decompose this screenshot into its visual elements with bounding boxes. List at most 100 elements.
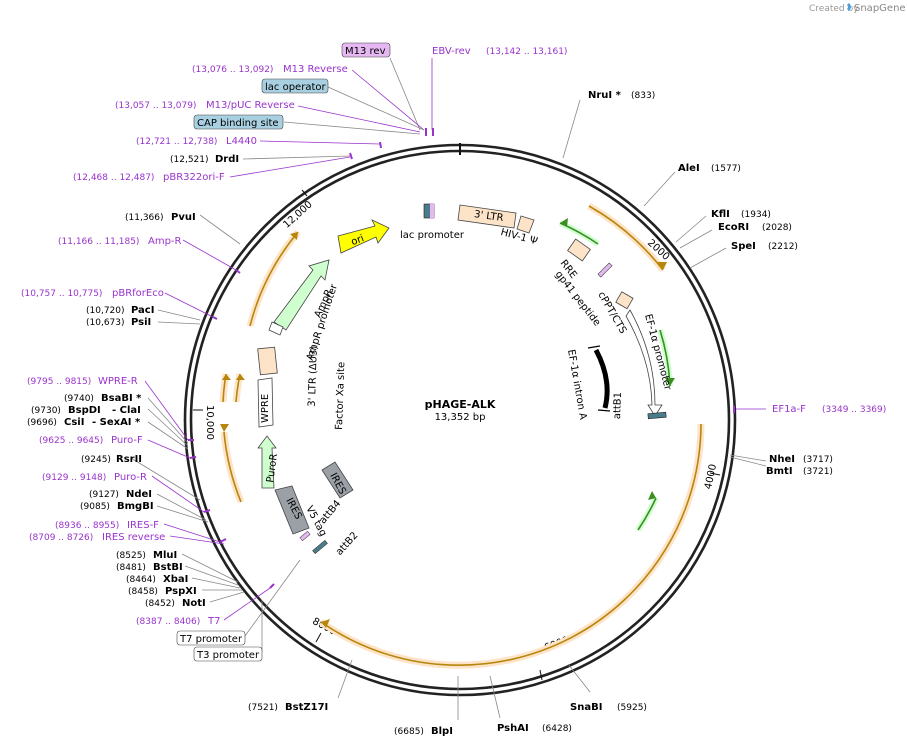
feature-wpre: WPRE: [260, 394, 271, 423]
label-puro-f: Puro-F: [111, 435, 143, 446]
left-labels: (11,366) PvuI (11,166 .. 11,185) Amp-R (…: [21, 212, 263, 662]
label-ampr-primer: Amp-R: [148, 236, 182, 247]
label-pvui-range: (11,366): [125, 213, 164, 223]
label-puro-f-range: (9625 .. 9645): [39, 436, 103, 446]
label-ires-reverse-range: (8709 .. 8726): [29, 533, 93, 543]
label-ef1a-f-range: (3349 .. 3369): [822, 405, 886, 415]
feature-ef1a-intron: EF-1α intron A: [565, 349, 588, 421]
label-wpre-r: WPRE-R: [98, 376, 138, 387]
label-ef1a-f: EF1a-F: [772, 404, 806, 415]
label-bspdi: BspDI: [68, 405, 101, 416]
label-wpre-r-range: (9795 .. 9815): [27, 377, 91, 387]
label-bsabi-range: (9740): [64, 394, 94, 404]
label-lac-operator: lac operator: [265, 82, 326, 93]
label-pspxi-range: (8458): [128, 587, 158, 597]
label-pbrforeco: pBRforEco: [112, 288, 164, 299]
label-ampr-range: (11,166 .. 11,185): [58, 237, 139, 247]
label-puro-r-range: (9129 .. 9148): [42, 473, 106, 483]
feature-3ltr-du3: 3' LTR (ΔU3): [307, 345, 320, 406]
label-m13-reverse: M13 Reverse: [283, 64, 348, 75]
leader-lines: [130, 57, 767, 720]
label-blpi: BlpI: [431, 726, 453, 737]
snapgene-logo-icon: [847, 3, 851, 11]
label-puro-r: Puro-R: [114, 472, 147, 483]
label-snabi-range: (5925): [617, 703, 647, 713]
label-nhei-range: (3717): [803, 455, 833, 465]
label-pbr322-range: (12,468 .. 12,487): [73, 173, 154, 183]
label-bstbi-range: (8481): [116, 563, 146, 573]
label-paci-range: (10,720): [86, 306, 125, 316]
ring-arrowheads: [220, 218, 675, 628]
label-ires-reverse: IRES reverse: [102, 532, 165, 543]
label-ebv-rev-range: (13,142 .. 13,161): [486, 47, 567, 57]
label-ecori-range: (2028): [762, 223, 792, 233]
label-pvui: PvuI: [171, 212, 196, 223]
feature-ori: ori: [350, 233, 366, 248]
label-rsrii: RsrII: [116, 454, 142, 465]
label-blpi-range: (6685): [394, 727, 424, 737]
ruler-label-10000: 10,000: [204, 405, 215, 440]
label-bspdi-range: (9730): [31, 406, 61, 416]
label-t7-promoter: T7 promoter: [179, 634, 243, 645]
label-noti: NotI: [182, 598, 206, 609]
label-mlui-range: (8525): [116, 551, 146, 561]
label-drdi: DrdI: [215, 154, 239, 165]
label-csii-range: (9696): [27, 418, 57, 428]
label-noti-range: (8452): [145, 599, 175, 609]
label-nrui-range: (833): [631, 91, 655, 101]
label-psii-range: (10,673): [86, 318, 125, 328]
label-pshai-range: (6428): [542, 724, 572, 734]
label-mlui: MluI: [153, 550, 177, 561]
label-m13-rev: M13 rev: [345, 46, 386, 57]
feature-attb1: attB1: [612, 392, 624, 420]
feature-gp41: gp41 peptide: [553, 269, 603, 328]
label-t7: T7: [207, 616, 220, 627]
label-kfli-range: (1934): [741, 210, 771, 220]
inner-features: 3' LTR HIV-1 Ψ RRE gp41 peptide cPPT/CTS…: [257, 203, 673, 558]
label-bmgbi: BmgBI: [117, 501, 154, 512]
label-m13-reverse-range: (13,076 .. 13,092): [192, 65, 273, 75]
label-xbai-range: (8464): [126, 575, 156, 585]
right-labels: NruI * (833) AleI (1577) KflI (1934) Eco…: [588, 90, 886, 477]
label-paci: PacI: [131, 305, 154, 316]
label-m13puc-range: (13,057 .. 13,079): [115, 101, 196, 111]
feature-puror: PuroR: [265, 453, 280, 483]
plasmid-name: pHAGE-ALK: [425, 398, 496, 411]
feature-attb4: attB4: [317, 498, 343, 526]
label-rsrii-range: (9245): [81, 455, 111, 465]
ring-features: [219, 202, 705, 669]
label-bmti-range: (3721): [803, 467, 833, 477]
label-kfli: KflI: [711, 209, 730, 220]
feature-3ltr: 3' LTR: [473, 209, 504, 224]
watermark-brand: SnapGene: [854, 3, 906, 14]
label-ires-f: IRES-F: [127, 520, 159, 531]
label-drdi-range: (12,521): [170, 155, 209, 165]
label-pshai: PshAI: [497, 723, 529, 734]
site-ticks: [188, 128, 735, 589]
label-sexai: - SexAI *: [92, 417, 141, 428]
label-csii: CsiI: [64, 417, 84, 428]
label-cap-binding: CAP binding site: [197, 118, 279, 129]
label-alei-range: (1577): [711, 164, 741, 174]
label-t7-range: (8387 .. 8406): [136, 617, 200, 627]
label-bstz17i: BstZ17I: [285, 702, 328, 713]
label-spei: SpeI: [731, 241, 756, 252]
label-ndei: NdeI: [126, 489, 152, 500]
label-spei-range: (2212): [768, 242, 798, 252]
label-ires-f-range: (8936 .. 8955): [55, 521, 119, 531]
ruler-label-4000: 4000: [703, 463, 719, 490]
label-bstbi: BstBI: [153, 562, 183, 573]
label-nrui: NruI *: [588, 90, 622, 101]
label-bmti: BmtI: [766, 466, 793, 477]
top-labels: M13 rev EBV-rev (13,142 .. 13,161) (13,0…: [73, 42, 567, 183]
label-m13puc: M13/pUC Reverse: [206, 100, 295, 111]
bottom-labels: (7521) BstZ17I (6685) BlpI PshAI (6428) …: [248, 702, 647, 737]
feature-lac-promoter: lac promoter: [400, 230, 465, 241]
label-ndei-range: (9127): [89, 490, 119, 500]
label-snabi: SnaBI: [570, 702, 602, 713]
label-alei: AleI: [678, 163, 700, 174]
label-pspxi: PspXI: [165, 586, 197, 597]
plasmid-length: 13,352 bp: [435, 412, 486, 423]
label-t3-promoter: T3 promoter: [196, 650, 260, 661]
